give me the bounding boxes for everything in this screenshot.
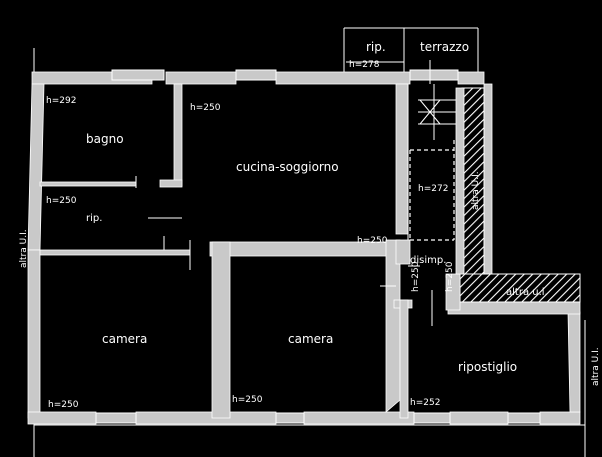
room-label-terrazzo: terrazzo — [420, 40, 469, 54]
height-terrazzo: h=278 — [349, 60, 380, 70]
room-labels: bagno cucina-soggiorno rip. camera camer… — [86, 40, 548, 374]
walls — [27, 71, 581, 425]
height-cucina-right: h=250 — [357, 236, 388, 246]
room-label-rip-small: rip. — [86, 213, 102, 224]
height-corridor-vertical: h=250 — [445, 261, 455, 292]
side-labels: altra U.I. altra U.I. altra U.I. — [19, 171, 601, 386]
height-bagno: h=292 — [46, 96, 76, 106]
height-stair: h=272 — [418, 184, 448, 194]
room-label-camera-left: camera — [102, 332, 147, 346]
height-camera-mid: h=250 — [232, 395, 263, 405]
doors — [135, 176, 433, 326]
height-cucina: h=250 — [190, 103, 221, 113]
room-label-ripostiglio: ripostiglio — [458, 360, 517, 374]
room-label-cucina: cucina-soggiorno — [236, 160, 339, 174]
height-ripostiglio: h=252 — [410, 398, 440, 408]
room-label-disimpegno: disimp. — [410, 255, 446, 266]
height-camera-left: h=250 — [48, 400, 79, 410]
side-label-shaft: altra U.I. — [471, 171, 481, 210]
windows — [95, 69, 541, 424]
height-rip-small: h=250 — [46, 196, 77, 206]
height-labels: h=292 h=250 h=250 h=250 h=278 h=272 h=25… — [46, 60, 455, 410]
stair-area — [346, 28, 456, 241]
room-label-bagno: bagno — [86, 132, 124, 146]
room-label-altra-uiu: altra u.i. — [506, 287, 548, 298]
height-disimp-vertical: h=250 — [411, 261, 421, 292]
side-label-right: altra U.I. — [591, 347, 601, 386]
side-label-left: altra U.I. — [19, 229, 29, 268]
room-label-rip-terrace: rip. — [366, 40, 386, 54]
room-label-camera-mid: camera — [288, 332, 333, 346]
